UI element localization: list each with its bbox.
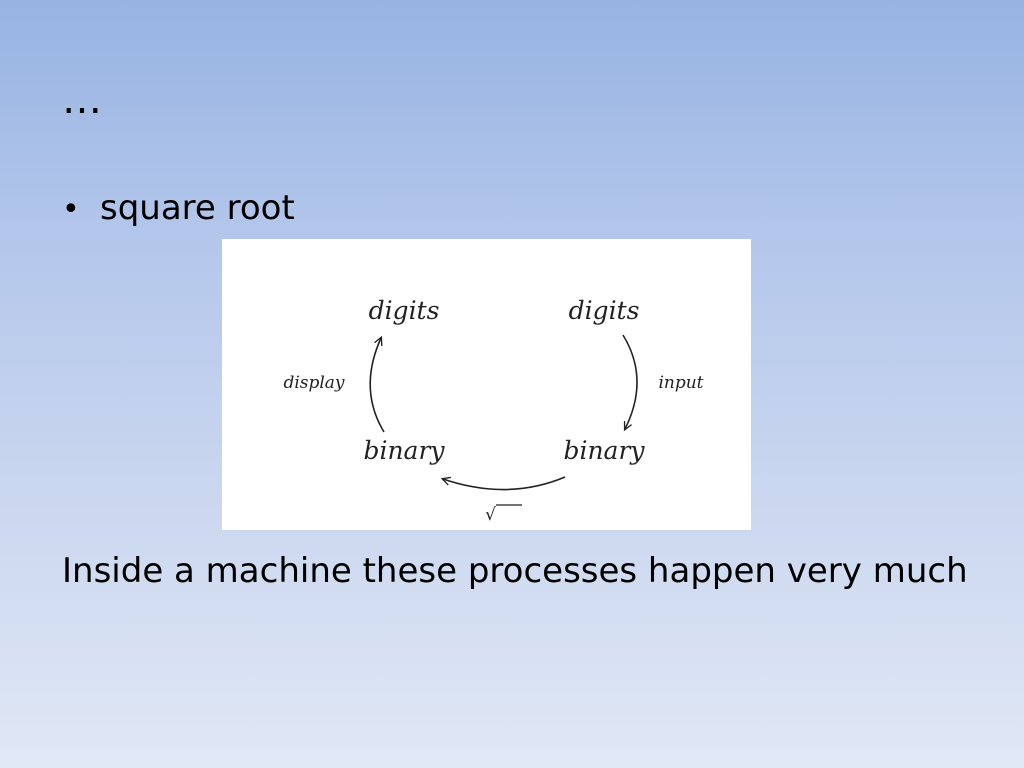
cycle-diagram: digits digits binary binary display inpu…: [222, 239, 751, 530]
edge-label-display: display: [283, 373, 344, 393]
node-bottom-right: binary: [563, 436, 645, 465]
bullet-item: • square root: [62, 186, 295, 232]
arrow-input: [622, 334, 638, 429]
node-bottom-left: binary: [363, 436, 445, 465]
body-paragraph: Inside a machine these processes happen …: [62, 551, 968, 591]
node-top-left: digits: [369, 296, 440, 325]
bullet-text: square root: [100, 188, 295, 228]
arrow-sqrt: [443, 476, 566, 491]
sqrt-symbol: √: [485, 505, 496, 525]
cycle-diagram-svg: digits digits binary binary display inpu…: [283, 296, 703, 525]
edge-label-input: input: [658, 373, 703, 393]
slide-title: …: [62, 77, 104, 123]
edge-label-sqrt: √: [485, 504, 522, 525]
bullet-icon: •: [62, 192, 80, 227]
arrow-display: [369, 338, 385, 433]
node-top-right: digits: [569, 296, 640, 325]
